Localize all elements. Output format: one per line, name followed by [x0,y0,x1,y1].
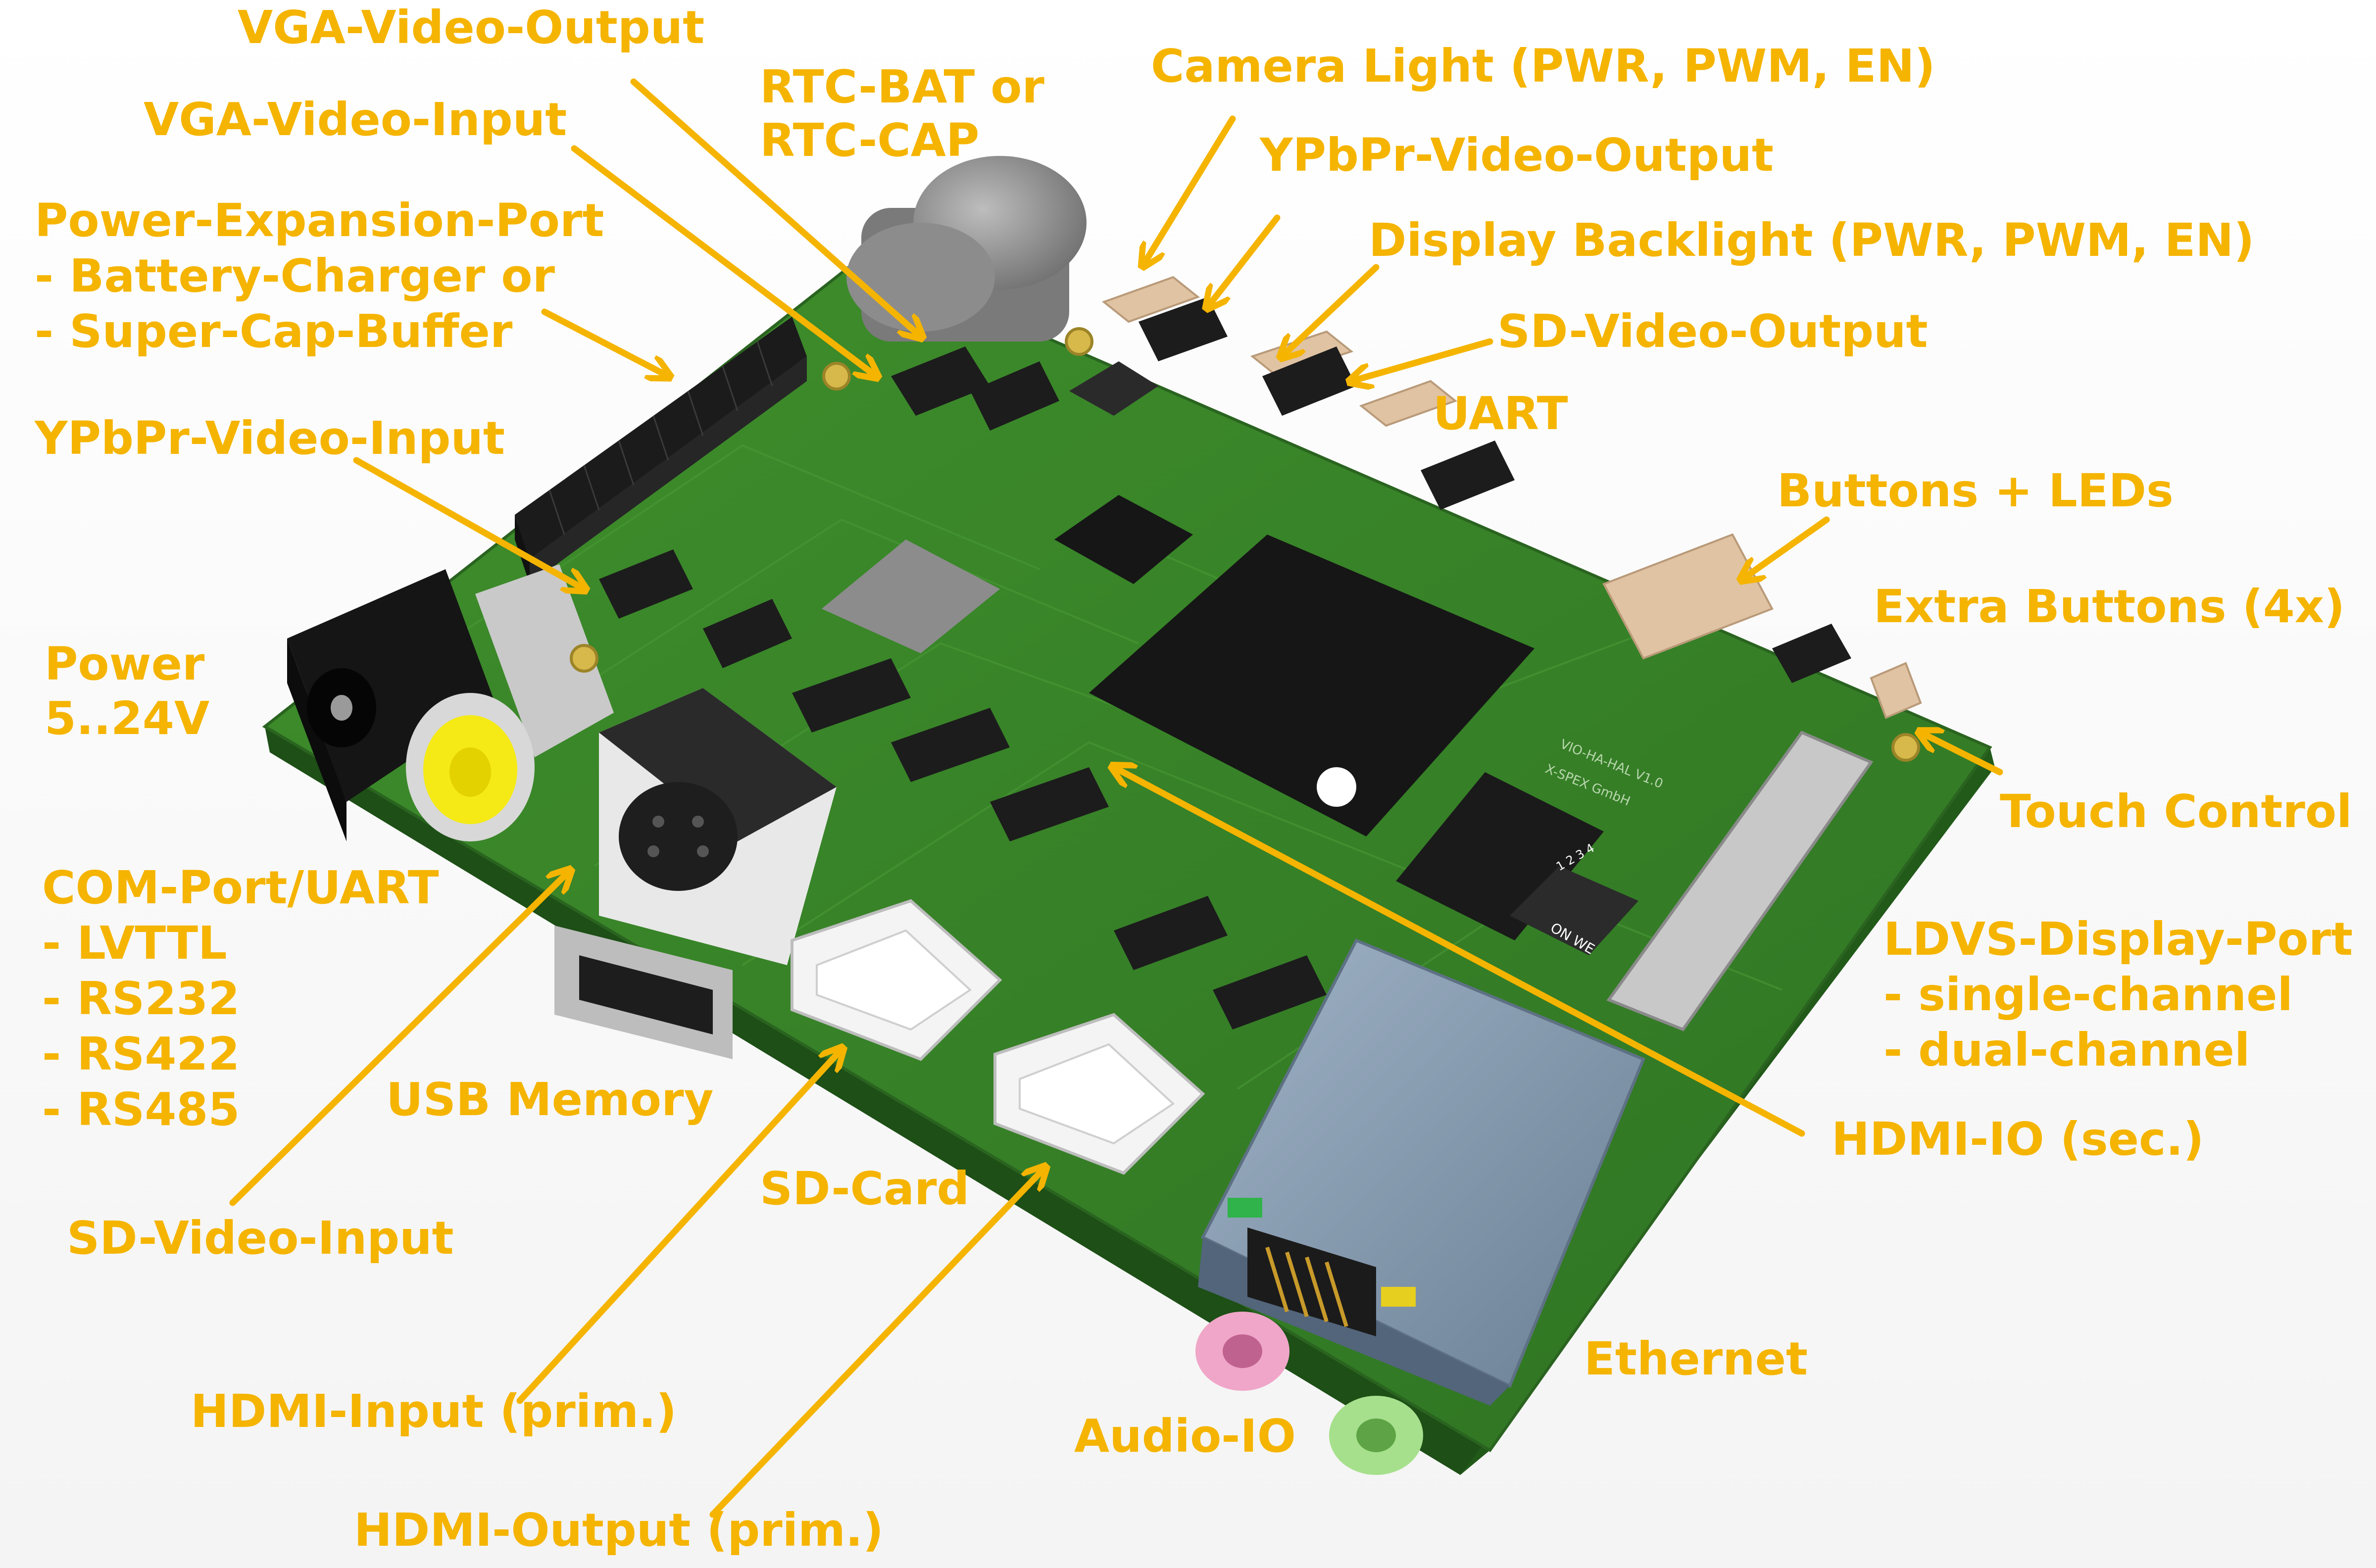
label-hdmi-input-prim: HDMI-Input (prim.) [191,1385,677,1438]
label-power-expansion-line3: - Super-Cap-Buffer [35,305,513,358]
label-power-line2: 5..24V [45,692,210,745]
label-sd-video-input: SD-Video-Input [67,1212,454,1265]
label-display-backlight: Display Backlight (PWR, PWM, EN) [1369,214,2255,267]
label-com-rs422: - RS422 [42,1028,240,1080]
lvds-connector [1606,731,1874,1031]
label-ethernet: Ethernet [1584,1332,1808,1385]
label-vga-input: VGA-Video-Input [144,93,567,146]
ethernet-jack [1198,938,1645,1406]
power-jack [287,569,495,841]
label-com-rs232: - RS232 [42,972,240,1025]
label-lvds-line3: - dual-channel [1883,1024,2250,1077]
arrow-vga-input [571,145,876,376]
label-buttons-leds: Buttons + LEDs [1777,464,2174,517]
label-vga-output: VGA-Video-Output [238,1,705,54]
audio-jacks [1195,1312,1423,1475]
arrow-sd-video-output [1351,338,1493,381]
power-expansion-header [515,317,807,584]
label-com-lvttl: - LVTTL [42,917,227,970]
ram-chip [1396,772,1604,940]
arrow-hdmi-io-sec [1114,767,1805,1137]
label-hdmi-output-prim: HDMI-Output (prim.) [354,1504,884,1557]
small-chips [822,361,1193,653]
arrow-vga-output [630,78,921,337]
label-extra-buttons: Extra Buttons (4x) [1874,580,2345,633]
label-power-expansion-line1: Power-Expansion-Port [35,194,604,247]
annotation-arrows [229,78,2003,1518]
arrow-sd-card [709,1168,1044,1518]
label-audio-io: Audio-IO [1074,1410,1296,1463]
mounting-holes [570,327,1920,762]
label-camera-light: Camera Light (PWR, PWM, EN) [1151,40,1935,93]
label-ypbpr-input: YPbPr-Video-Input [35,412,505,465]
label-usb-memory: USB Memory [386,1073,714,1126]
arrow-usb-memory [516,1049,842,1404]
label-ypbpr-output: YPbPr-Video-Output [1260,129,1774,182]
usb-connector [554,926,733,1059]
arrow-display-backlight [1282,264,1380,356]
arrow-power-expansion [541,308,668,376]
arrow-ypbpr-output [1208,214,1281,307]
label-rtc-line1: RTC-BAT or [760,60,1044,113]
jumper-blocks [599,297,1851,1029]
arrow-ypbpr-input [353,457,584,589]
label-uart: UART [1433,387,1568,440]
label-power-expansion-line2: - Battery-Charger or [35,249,555,302]
arrow-camera-light [1143,115,1236,265]
sd-video-connector [599,688,837,965]
arrow-sd-video-input [229,871,569,1206]
label-lvds-line2: - single-channel [1883,968,2293,1021]
label-power-line1: Power [45,637,205,690]
hdmi-output-connector [993,1013,1205,1175]
main-soc [1089,535,1534,836]
label-touch-control: Touch Control [2000,785,2352,838]
label-com-rs485: - RS485 [42,1083,240,1136]
label-sd-video-output: SD-Video-Output [1497,305,1928,358]
label-hdmi-io-sec: HDMI-IO (sec.) [1832,1113,2204,1166]
hdmi-input-connector [791,899,1002,1061]
rca-connector [406,564,614,841]
rtc-capacitor [846,156,1087,342]
beige-connectors [1101,276,1922,719]
label-com-port: COM-Port/UART [42,861,439,914]
label-sd-card: SD-Card [760,1162,970,1215]
label-lvds-line1: LDVS-Display-Port [1883,913,2353,966]
label-rtc-line2: RTC-CAP [760,114,980,167]
arrow-touch-control [1921,733,2003,776]
arrow-buttons-leds [1742,516,1830,579]
